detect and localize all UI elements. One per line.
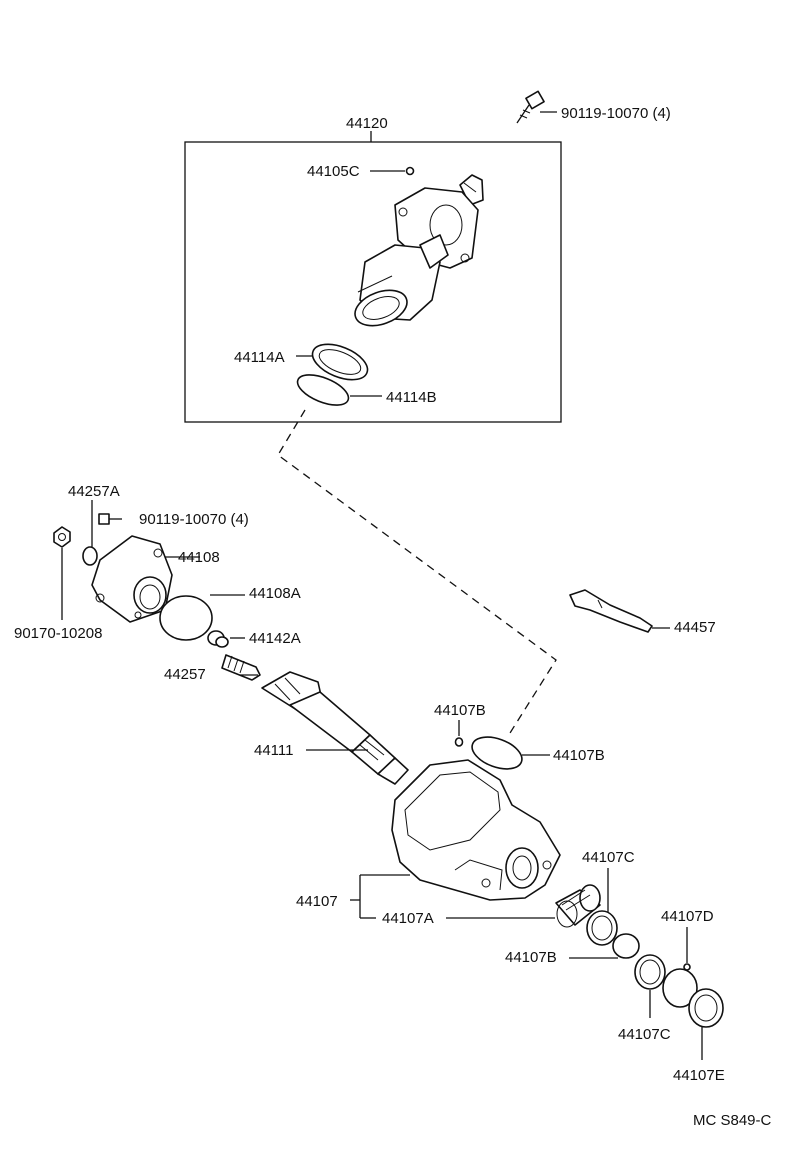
assembly-box-44120 [184,141,562,423]
screw-44257 [221,654,261,681]
seal-44107E [688,988,724,1028]
nut-90170 [53,526,71,548]
ring-44107D [662,968,698,1008]
label-44107A: 44107A [382,910,434,927]
label-44105C: 44105C [307,163,360,180]
label-44107B-b: 44107B [553,747,605,764]
label-44107E: 44107E [673,1067,725,1084]
label-44457: 44457 [674,619,716,636]
label-44257: 44257 [164,666,206,683]
oring-44107B-small [454,737,464,747]
label-90119-top: 90119-10070 (4) [561,105,671,122]
label-44111: 44111 [254,742,294,759]
nut-44142A [207,630,229,648]
label-44107C-b: 44107C [618,1026,671,1043]
label-44120: 44120 [346,115,388,132]
ring-44114B [296,374,350,406]
oring-44107B-lower [612,933,640,959]
label-90119-mid: 90119-10070 (4) [139,511,249,528]
sector-shaft-44111 [261,671,409,785]
bracket-44457 [569,589,653,633]
bolt-top-90119 [516,90,545,124]
bearing-44107A [555,884,601,928]
washer-44257A [82,546,98,566]
gear-housing-44107 [391,759,561,901]
label-44114B: 44114B [386,389,437,406]
oring-44108A [159,595,213,641]
label-90170: 90170-10208 [14,625,102,642]
label-44107C-a: 44107C [582,849,635,866]
ring-44114A [311,343,369,381]
oring-44107B-large [471,736,523,770]
label-44142A: 44142A [249,630,301,647]
label-44114A: 44114A [234,349,285,366]
label-44107B-a: 44107B [434,702,486,719]
plug-44105C [405,166,415,176]
label-44108A: 44108A [249,585,301,602]
dashed-leader [277,409,557,734]
label-44107: 44107 [296,893,338,910]
control-valve-44120 [354,174,484,327]
label-44108: 44108 [178,549,220,566]
side-cover-44108 [91,535,173,623]
label-44107D: 44107D [661,908,714,925]
drawing-code: MC S849-C [693,1112,772,1129]
bolt-mid-90119 [98,513,122,525]
label-44257A: 44257A [68,483,120,500]
label-44107B-c: 44107B [505,949,557,966]
